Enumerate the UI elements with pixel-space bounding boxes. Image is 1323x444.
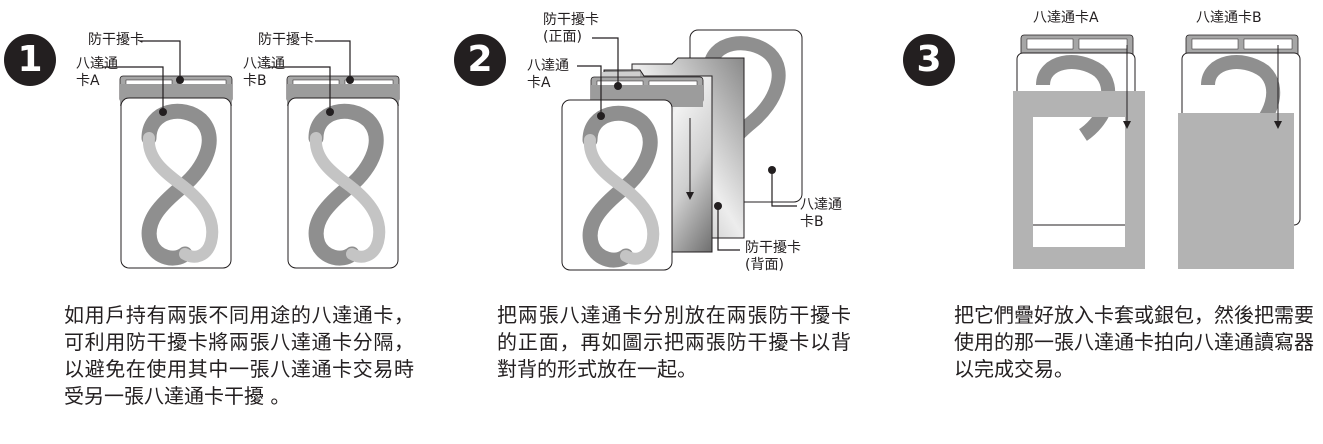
step1-number-badge: 1 (4, 34, 56, 86)
step3-label-card-a: 八達通卡A (1033, 10, 1099, 26)
step2-label-shield-back: 防干擾卡 (背面) (745, 240, 801, 273)
step2-description: 把兩張八達通卡分別放在兩張防干擾卡的正面，再如圖示把兩張防干擾卡以背對背的形式放… (497, 303, 851, 381)
step2-label-card-b: 八達通 卡B (800, 197, 842, 230)
step3-description: 把它們疊好放入卡套或銀包，然後把需要使用的那一張八達通卡拍向八達通讀寫器以完成交… (954, 303, 1314, 381)
step1-label-card-b: 八達通 卡B (243, 56, 285, 89)
step3-illustration (1013, 34, 1301, 269)
step2-illustration (562, 29, 803, 270)
step2-label-shield-front: 防干擾卡 (正面) (543, 12, 599, 45)
step2-number-badge: 2 (454, 34, 506, 86)
step1-label-card-a: 八達通 卡A (76, 56, 118, 89)
step3-number-badge: 3 (903, 34, 955, 86)
step1-label-shield-b: 防干擾卡 (258, 32, 314, 48)
step3-label-card-b: 八達通卡B (1196, 10, 1262, 26)
step2-label-card-a: 八達通 卡A (527, 58, 569, 91)
step1-description: 如用戶持有兩張不同用途的八達通卡，可利用防干擾卡將兩張八達通卡分隔，以避免在使用… (64, 303, 414, 408)
step1-illustration (102, 40, 399, 268)
step1-label-shield-a: 防干擾卡 (88, 32, 144, 48)
